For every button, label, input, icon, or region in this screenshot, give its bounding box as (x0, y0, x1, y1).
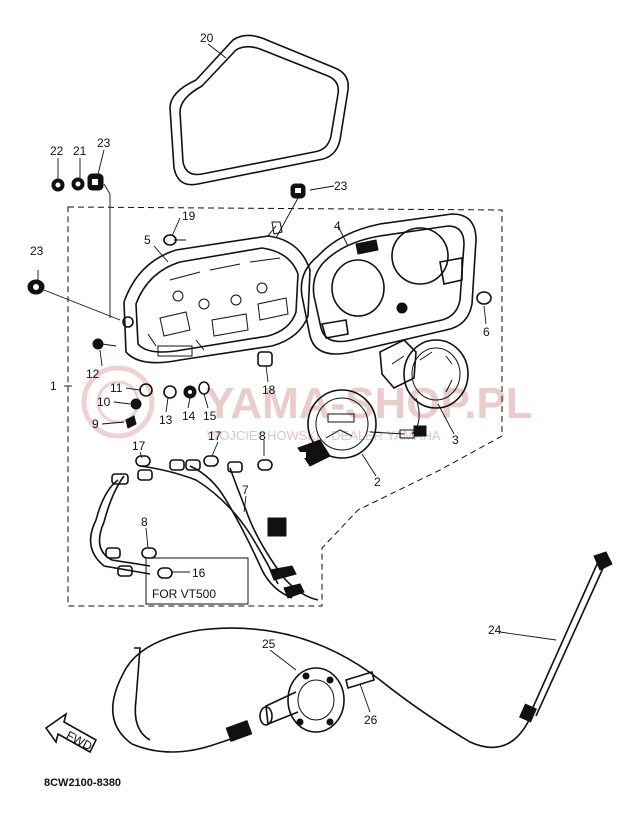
part-wire-harness (89, 459, 319, 601)
callout-11: 11 (110, 381, 123, 395)
callout-10: 10 (97, 395, 111, 409)
callout-23-left: 23 (30, 244, 44, 258)
part-speedometer-gear (259, 667, 345, 733)
callout-3: 3 (452, 433, 459, 447)
part-bulbs (135, 455, 273, 579)
callout-14: 14 (182, 409, 196, 423)
callout-4: 4 (334, 219, 341, 233)
callout-19: 19 (182, 209, 196, 223)
callout-1: 1 (50, 379, 57, 393)
callout-23-top-left: 23 (97, 136, 111, 150)
callout-21: 21 (73, 144, 87, 158)
part-small-hardware (92, 234, 273, 429)
diagram-code: 8CW2100-8380 (44, 777, 121, 789)
callout-labels: 20 22 21 23 23 19 5 4 23 6 12 1 11 10 9 … (30, 31, 502, 727)
callout-22: 22 (50, 144, 64, 158)
note-box: FOR VT500 (145, 557, 249, 605)
callout-8-lower: 8 (141, 515, 148, 529)
part-gasket-frame (169, 34, 350, 186)
callout-12: 12 (86, 367, 100, 381)
callout-17-right: 17 (208, 429, 222, 443)
callout-17-left: 17 (132, 439, 146, 453)
leader-lines (37, 43, 557, 713)
callout-25: 25 (262, 637, 276, 651)
callout-20: 20 (200, 31, 214, 45)
callout-18: 18 (262, 383, 276, 397)
callout-26: 26 (364, 713, 378, 727)
fwd-arrow: FWD (44, 712, 98, 753)
part-meter-case (122, 221, 311, 364)
fwd-label: FWD (64, 728, 95, 753)
callout-15: 15 (203, 409, 217, 423)
callout-23-middle: 23 (334, 179, 348, 193)
callout-6: 6 (483, 325, 490, 339)
assembly-boundary (67, 206, 503, 607)
note-box-text: FOR VT500 (152, 587, 216, 601)
callout-2: 2 (374, 475, 381, 489)
part-speedometer (297, 389, 415, 467)
callout-16: 16 (192, 566, 206, 580)
part-meter-panel (300, 213, 477, 355)
watermark-sub-text: WOJCIECHOWSKI · DEALER YAMAHA (207, 428, 441, 443)
callout-24: 24 (488, 623, 502, 637)
callout-5: 5 (144, 233, 151, 247)
part-speedometer-cable (112, 551, 613, 753)
callout-9: 9 (92, 417, 99, 431)
callout-7: 7 (242, 483, 249, 497)
watermark-logo (81, 365, 155, 439)
part-hardware-top-left (27, 173, 492, 305)
part-pin (345, 670, 375, 690)
callout-8-upper: 8 (259, 429, 266, 443)
callout-13: 13 (159, 413, 173, 427)
